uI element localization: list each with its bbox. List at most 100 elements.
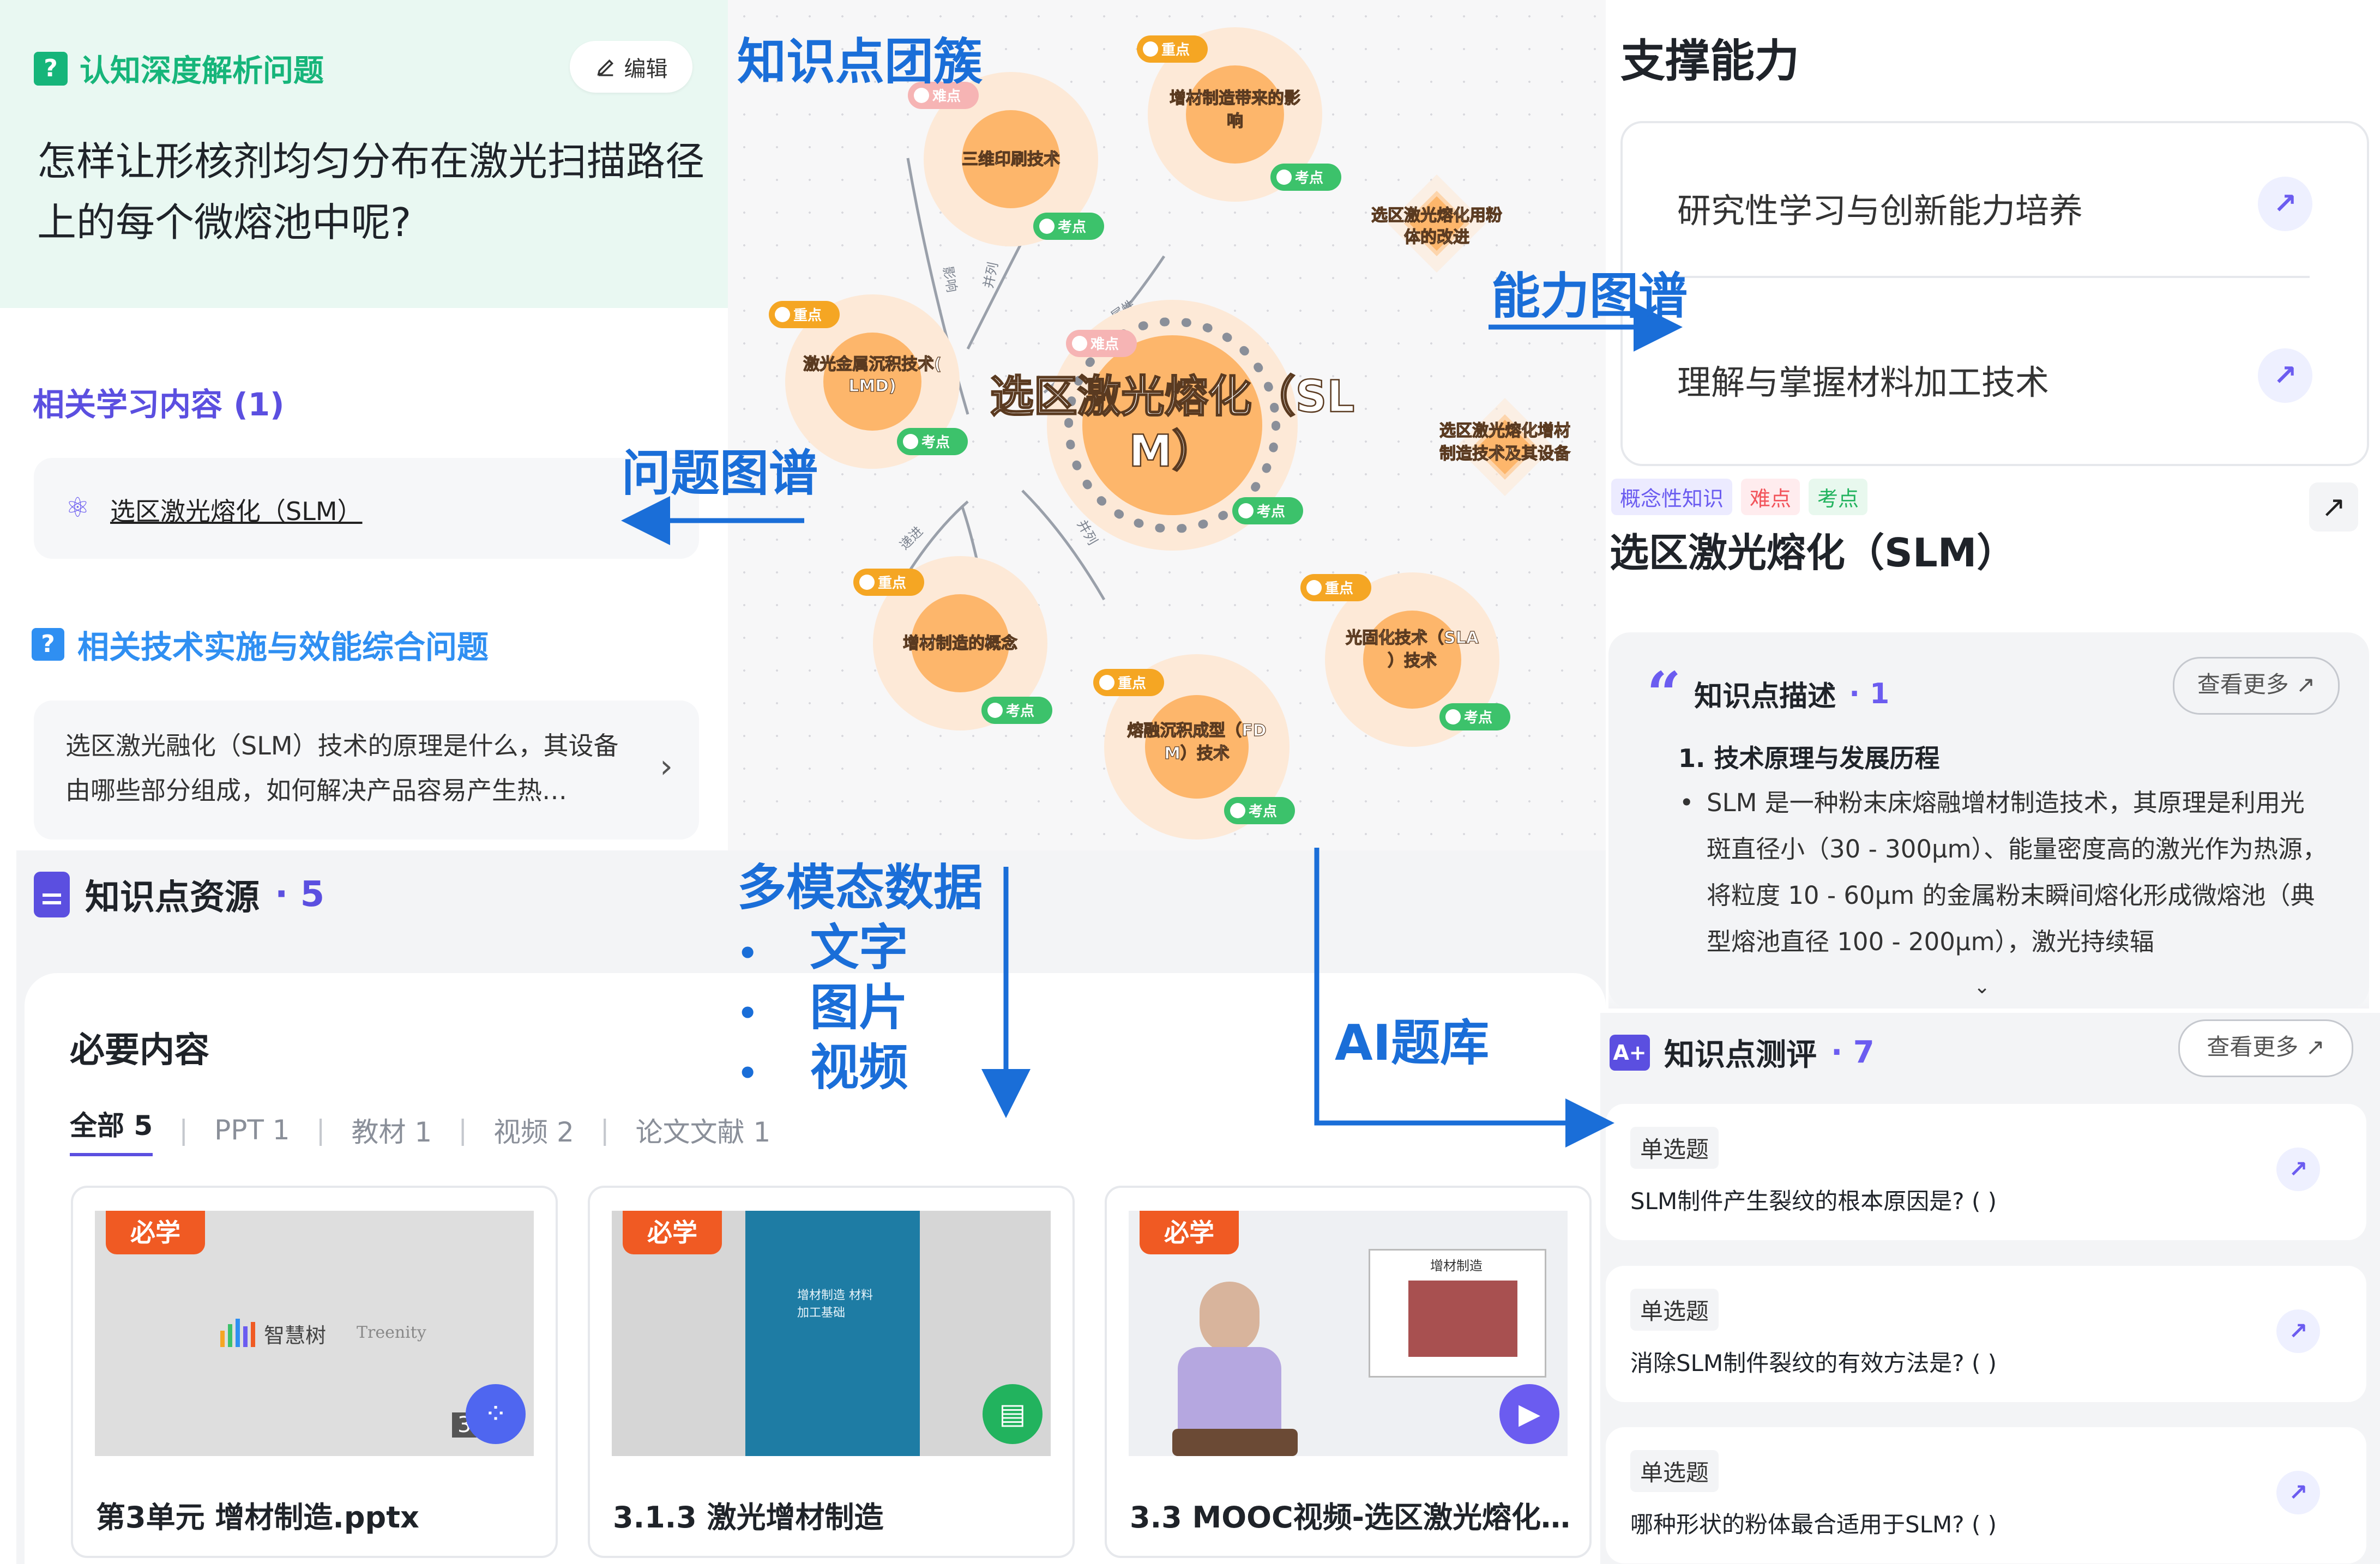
document-icon: ▤ [983, 1384, 1043, 1444]
related-learning-link[interactable]: 选区激光熔化（SLM） [110, 497, 363, 526]
resource-tabs: 全部 5 | PPT 1 | 教材 1 | 视频 2 | 论文文献 1 [70, 1104, 770, 1156]
arrow-up-right-icon[interactable]: ↗ [2276, 1148, 2320, 1191]
node-label: 选区激光熔化用粉 [1371, 206, 1502, 225]
tag-label: 考点 [1257, 503, 1285, 520]
multimodal-item-label: 图片 [810, 979, 908, 1036]
difficulty-tag [1066, 330, 1137, 357]
ability-graph-label: 能力图谱 [1491, 268, 1688, 325]
edit-button[interactable]: 编辑 [570, 41, 692, 93]
graph-canvas: 并列 影响 属性 属性 递进 并列 并列 [769, 27, 1571, 840]
tab-divider: | [458, 1114, 468, 1146]
problem-graph-label: 问题图谱 [622, 445, 818, 502]
play-icon: ▶ [1499, 1384, 1559, 1444]
arrow-up-right-icon[interactable]: ↗ [2309, 482, 2358, 532]
node-fdm[interactable] [1145, 695, 1249, 799]
node-sla[interactable] [1363, 611, 1461, 709]
exam-tag [1232, 497, 1303, 524]
chevron-right-icon: › [660, 747, 673, 786]
arrow-up-right-icon[interactable]: ↗ [2258, 348, 2312, 403]
node-lmd[interactable] [823, 333, 921, 431]
document-icon [34, 872, 70, 917]
question-icon: ? [34, 51, 68, 86]
tag-label: 难点 [932, 88, 961, 105]
difficulty-tag: 难点 [1741, 479, 1800, 515]
slide-photo [1408, 1281, 1517, 1357]
question-text: 消除SLM制件裂纹的有效方法是? ( ) [1630, 1350, 1997, 1376]
resource-card-ppt[interactable]: 智慧树 Treenity 3 必学 ⁘ 第3单元 增材制造.pptx [71, 1186, 558, 1558]
key-tag [1137, 35, 1208, 63]
multimodal-item-label: 文字 [810, 919, 908, 976]
knowledge-graph[interactable]: 并列 影响 属性 属性 递进 并列 并列 [728, 0, 1606, 850]
support-ability-title: 支撑能力 [1620, 35, 1800, 87]
tag-dot [1238, 503, 1254, 518]
node-am-impact[interactable] [1186, 65, 1284, 164]
question-type: 单选题 [1630, 1127, 1719, 1169]
view-more-button[interactable]: 查看更多 ↗ [2173, 657, 2340, 715]
tab-papers[interactable]: 论文文献 1 [635, 1116, 771, 1148]
tag-dot [1306, 580, 1322, 595]
tag-dot [1276, 170, 1292, 185]
ability-item[interactable]: 理解与掌握材料加工技术 [1677, 363, 2050, 402]
node-3d-printing[interactable] [962, 110, 1060, 208]
graph-edge [1021, 490, 1106, 601]
tag-dot [1039, 219, 1055, 234]
view-more-button[interactable]: 查看更多 ↗ [2178, 1019, 2353, 1077]
arrow-up-right-icon[interactable]: ↗ [2276, 1471, 2320, 1514]
must-learn-badge: 必学 [1140, 1211, 1239, 1254]
tag-label: 考点 [1006, 703, 1034, 720]
pencil-icon [596, 59, 613, 76]
a-plus-icon: A+ [1610, 1034, 1650, 1071]
node-am-concept[interactable] [911, 594, 1009, 692]
quote-icon: “ [1647, 658, 1682, 729]
question-text: 哪种形状的粉体最合适用于SLM? ( ) [1630, 1511, 1997, 1538]
tab-ppt[interactable]: PPT 1 [214, 1114, 290, 1146]
presenter-head [1200, 1282, 1260, 1352]
question-icon: ? [32, 628, 64, 661]
grid-apps-icon: ⁘ [466, 1384, 526, 1444]
related-learning-title: 相关学习内容 (1) [33, 386, 285, 423]
tab-divider: | [600, 1114, 610, 1146]
must-content-title: 必要内容 [70, 1030, 209, 1071]
quiz-item[interactable]: 单选题 哪种形状的粉体最合适用于SLM? ( ) ↗ [1606, 1427, 2366, 1563]
divider [1677, 276, 2310, 278]
tab-all[interactable]: 全部 5 [70, 1104, 153, 1156]
arrow-up-right-icon[interactable]: ↗ [2258, 177, 2312, 231]
must-learn-badge: 必学 [623, 1211, 722, 1254]
node-label: 制造技术及其设备 [1439, 444, 1571, 463]
quiz-header: A+ 知识点测评 · 7 [1610, 1030, 1875, 1074]
quiz-item[interactable]: 单选题 消除SLM制件裂纹的有效方法是? ( ) ↗ [1606, 1266, 2366, 1402]
resource-card-textbook[interactable]: 增材制造 材料加工基础 必学 ▤ 3.1.3 激光增材制造 [588, 1186, 1075, 1558]
question-header: ? 认知深度解析问题 [34, 46, 324, 90]
ability-item[interactable]: 研究性学习与创新能力培养 [1677, 191, 2083, 231]
tag-label: 考点 [1464, 709, 1492, 726]
question-text: SLM制件产生裂纹的根本原因是? ( ) [1630, 1188, 1997, 1215]
kp-tags: 概念性知识 难点 考点 [1611, 479, 1868, 515]
center-node[interactable] [1082, 335, 1262, 515]
logo-bars-icon [220, 1319, 255, 1347]
book-cover: 增材制造 材料加工基础 [745, 1211, 920, 1456]
node-label: 选区激光熔化增材 [1439, 421, 1570, 440]
tag-label: 考点 [1295, 170, 1323, 186]
tab-textbook[interactable]: 教材 1 [351, 1116, 432, 1148]
chevron-down-icon[interactable]: ⌄ [1974, 976, 1991, 998]
node-label: 激光金属沉积技术( [803, 355, 942, 374]
resource-card-video[interactable]: 增材制造 必学 ▶ 3.3 MOOC视频-选区激光熔化… [1105, 1186, 1592, 1558]
exam-tag [1439, 703, 1510, 730]
tech-question-header: ? 相关技术实施与效能综合问题 [32, 621, 489, 667]
exam-tag [1224, 797, 1295, 824]
multimodal-item: •视频 [737, 1028, 908, 1098]
related-learning-item[interactable]: ⚛ 选区激光熔化（SLM） [34, 458, 699, 559]
kp-description-card: “ 知识点描述 · 1 查看更多 ↗ 1. 技术原理与发展历程 SLM 是一种粉… [1608, 632, 2369, 1009]
quiz-item[interactable]: 单选题 SLM制件产生裂纹的根本原因是? ( ) ↗ [1606, 1104, 2366, 1240]
tab-video[interactable]: 视频 2 [493, 1116, 574, 1148]
exam-tag [981, 697, 1052, 724]
resource-name: 3.1.3 激光增材制造 [613, 1500, 884, 1535]
arrow-up-right-icon[interactable]: ↗ [2276, 1309, 2320, 1353]
tag-dot [775, 307, 790, 322]
bullet: • [737, 994, 758, 1032]
quiz-title: 知识点测评 [1664, 1037, 1817, 1073]
bullet: • [737, 934, 758, 973]
tag-label: 考点 [1058, 219, 1086, 235]
tech-question-card[interactable]: 选区激光融化（SLM）技术的原理是什么，其设备由哪些部分组成，如何解决产品容易产… [34, 701, 699, 840]
concept-tag: 概念性知识 [1611, 479, 1733, 515]
